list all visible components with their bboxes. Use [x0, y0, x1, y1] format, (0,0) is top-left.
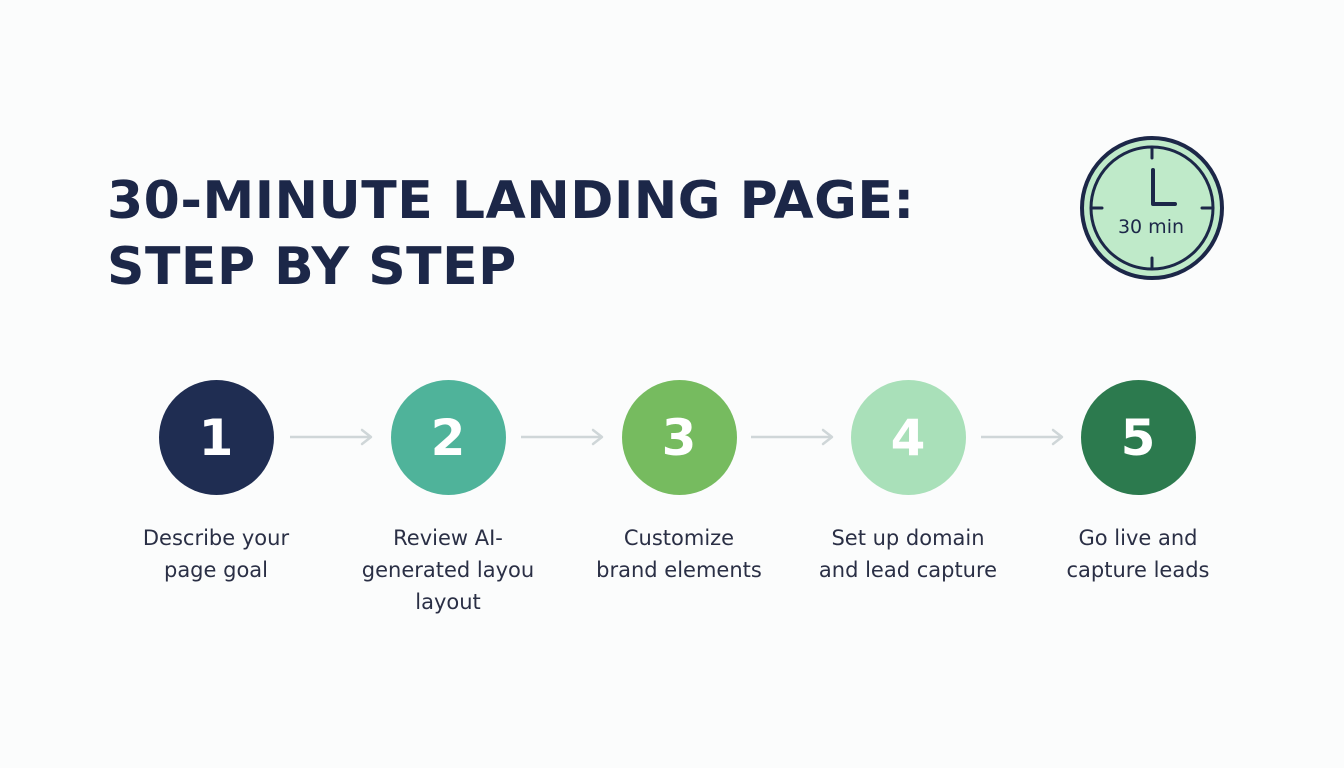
step-5-label-line: Go live and: [1078, 526, 1198, 550]
step-3-circle: 3: [621, 380, 737, 495]
step-5: 5 Go live and capture leads: [1018, 380, 1258, 586]
page-title: 30-MINUTE LANDING PAGE: STEP BY STEP: [107, 168, 915, 300]
step-2-circle: 2: [390, 380, 506, 495]
step-1-label: Describe your page goal: [96, 522, 336, 586]
step-2: 2 Review AI- generated layou layout: [328, 380, 568, 618]
title-line-1: 30-MINUTE LANDING PAGE:: [107, 171, 915, 231]
step-5-label: Go live and capture leads: [1018, 522, 1258, 586]
clock-label: 30 min: [1118, 216, 1184, 238]
clock-icon: 30 min: [1080, 136, 1224, 280]
step-2-label: Review AI- generated layou layout: [328, 522, 568, 618]
step-3-label: Customize brand elements: [559, 522, 799, 586]
arrow-right-icon: [290, 428, 373, 446]
arrow-right-icon: [521, 428, 604, 446]
arrow-right-icon: [751, 428, 834, 446]
step-1-label-line: page goal: [163, 558, 268, 582]
step-4-number: 4: [890, 408, 926, 467]
step-3-label-line: Customize: [623, 526, 735, 550]
title-line-2: STEP BY STEP: [107, 237, 517, 297]
step-5-circle: 5: [1080, 380, 1196, 495]
step-5-number: 5: [1120, 408, 1156, 467]
step-1-number: 1: [198, 408, 234, 467]
step-2-label-line: generated layou: [361, 558, 535, 582]
step-4-circle: 4: [850, 380, 966, 495]
arrow-right-icon: [981, 428, 1064, 446]
clock-hands: [1151, 168, 1177, 206]
clock-face: [1080, 136, 1224, 280]
step-4-label-line: Set up domain: [831, 526, 985, 550]
step-3: 3 Customize brand elements: [559, 380, 799, 586]
step-3-number: 3: [661, 408, 697, 467]
step-2-label-line: Review AI-: [393, 526, 503, 550]
step-2-number: 2: [430, 408, 466, 467]
step-3-label-line: brand elements: [596, 558, 762, 582]
step-4: 4 Set up domain and lead capture: [788, 380, 1028, 586]
step-1: 1 Describe your page goal: [96, 380, 336, 586]
step-4-label: Set up domain and lead capture: [788, 522, 1028, 586]
step-2-label-line: layout: [415, 590, 481, 614]
step-5-label-line: capture leads: [1066, 558, 1210, 582]
step-1-circle: 1: [158, 380, 274, 495]
step-1-label-line: Describe your: [142, 526, 290, 550]
step-4-label-line: and lead capture: [818, 558, 998, 582]
